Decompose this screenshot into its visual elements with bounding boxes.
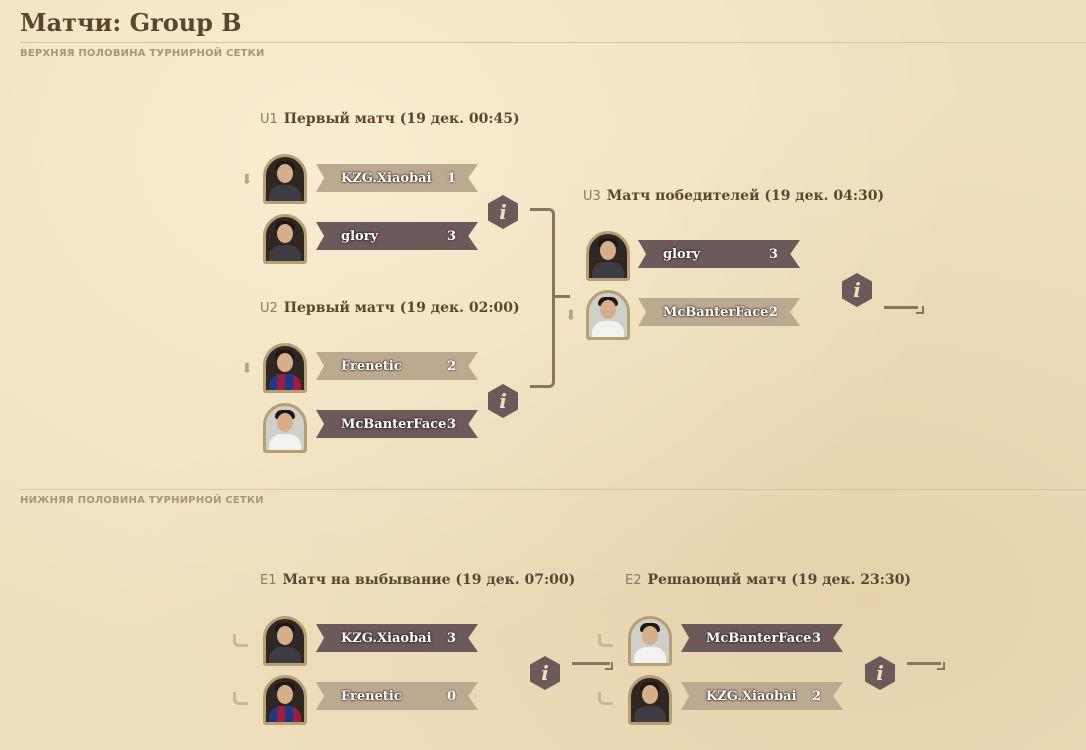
- bracket-connector: [598, 634, 613, 647]
- match-name: Матч на выбывание (19 дек. 07:00): [282, 572, 576, 588]
- match-name: Первый матч (19 дек. 02:00): [283, 300, 520, 316]
- player-banner[interactable]: glory 3: [638, 240, 800, 268]
- player-name: Frenetic: [341, 688, 402, 704]
- avatar[interactable]: [263, 154, 307, 204]
- player-name: McBanterFace: [663, 304, 769, 320]
- player-banner[interactable]: McBanterFace 2: [638, 298, 800, 326]
- bracket-connector: [884, 306, 918, 309]
- lower-bracket-label: НИЖНЯЯ ПОЛОВИНА ТУРНИРНОЙ СЕТКИ: [20, 495, 264, 506]
- player-score: 2: [811, 688, 821, 704]
- player-score: 3: [811, 630, 821, 646]
- avatar[interactable]: [628, 616, 672, 666]
- player-banner[interactable]: Frenetic 0: [316, 682, 478, 710]
- player-score: 2: [446, 358, 456, 374]
- down-arrow-icon: ⬇: [241, 361, 253, 377]
- match-id: U1: [260, 112, 278, 127]
- match-title-e2: E2 Решающий матч (19 дек. 23:30): [625, 572, 911, 588]
- player-score: 3: [446, 228, 456, 244]
- player-banner[interactable]: Frenetic 2: [316, 352, 478, 380]
- match-info-icon[interactable]: i: [488, 195, 518, 229]
- avatar[interactable]: [263, 214, 307, 264]
- match-id: E1: [260, 573, 277, 588]
- bracket-connector: [907, 662, 941, 665]
- header-divider: [20, 42, 1086, 43]
- player-name: KZG.Xiaobai: [341, 170, 432, 186]
- match-info-icon[interactable]: i: [865, 656, 895, 690]
- bracket-connector: [605, 662, 613, 670]
- match-info-icon[interactable]: i: [842, 273, 872, 307]
- player-banner[interactable]: KZG.Xiaobai 2: [681, 682, 843, 710]
- bracket-connector: [530, 208, 555, 388]
- page-title: Матчи: Group B: [20, 8, 242, 37]
- player-banner[interactable]: glory 3: [316, 222, 478, 250]
- match-name: Матч победителей (19 дек. 04:30): [606, 188, 885, 204]
- player-score: 3: [768, 246, 778, 262]
- match-id: U2: [260, 301, 278, 316]
- avatar[interactable]: [263, 675, 307, 725]
- bracket-connector: [598, 692, 613, 705]
- match-title-u1: U1 Первый матч (19 дек. 00:45): [260, 111, 520, 127]
- match-name: Решающий матч (19 дек. 23:30): [647, 572, 912, 588]
- match-title-e1: E1 Матч на выбывание (19 дек. 07:00): [260, 572, 575, 588]
- player-score: 2: [768, 304, 778, 320]
- avatar[interactable]: [263, 343, 307, 393]
- bracket-connector: [572, 662, 610, 665]
- match-info-icon[interactable]: i: [530, 656, 560, 690]
- player-score: 3: [446, 416, 456, 432]
- match-title-u3: U3 Матч победителей (19 дек. 04:30): [583, 188, 884, 204]
- player-name: Frenetic: [341, 358, 402, 374]
- bracket-connector: [233, 692, 248, 705]
- player-name: glory: [663, 246, 701, 262]
- player-name: McBanterFace: [341, 416, 447, 432]
- player-banner[interactable]: KZG.Xiaobai 1: [316, 164, 478, 192]
- player-score: 0: [446, 688, 456, 704]
- player-name: KZG.Xiaobai: [706, 688, 797, 704]
- avatar[interactable]: [586, 290, 630, 340]
- down-arrow-icon: ⬇: [241, 172, 253, 188]
- avatar[interactable]: [628, 675, 672, 725]
- avatar[interactable]: [263, 403, 307, 453]
- bracket-connector: [233, 634, 248, 647]
- avatar[interactable]: [263, 616, 307, 666]
- upper-bracket-label: ВЕРХНЯЯ ПОЛОВИНА ТУРНИРНОЙ СЕТКИ: [20, 48, 265, 59]
- down-arrow-icon: ⬇: [565, 308, 577, 324]
- section-divider: [20, 489, 1086, 490]
- player-name: McBanterFace: [706, 630, 812, 646]
- player-banner[interactable]: McBanterFace 3: [681, 624, 843, 652]
- match-title-u2: U2 Первый матч (19 дек. 02:00): [260, 300, 520, 316]
- bracket-connector: [937, 662, 945, 670]
- player-score: 1: [446, 170, 456, 186]
- bracket-connector: [552, 295, 570, 298]
- match-id: E2: [625, 573, 642, 588]
- bracket-connector: [916, 306, 924, 314]
- player-banner[interactable]: McBanterFace 3: [316, 410, 478, 438]
- player-name: KZG.Xiaobai: [341, 630, 432, 646]
- player-banner[interactable]: KZG.Xiaobai 3: [316, 624, 478, 652]
- player-name: glory: [341, 228, 379, 244]
- match-id: U3: [583, 189, 601, 204]
- avatar[interactable]: [586, 231, 630, 281]
- player-score: 3: [446, 630, 456, 646]
- match-info-icon[interactable]: i: [488, 384, 518, 418]
- match-name: Первый матч (19 дек. 00:45): [283, 111, 520, 127]
